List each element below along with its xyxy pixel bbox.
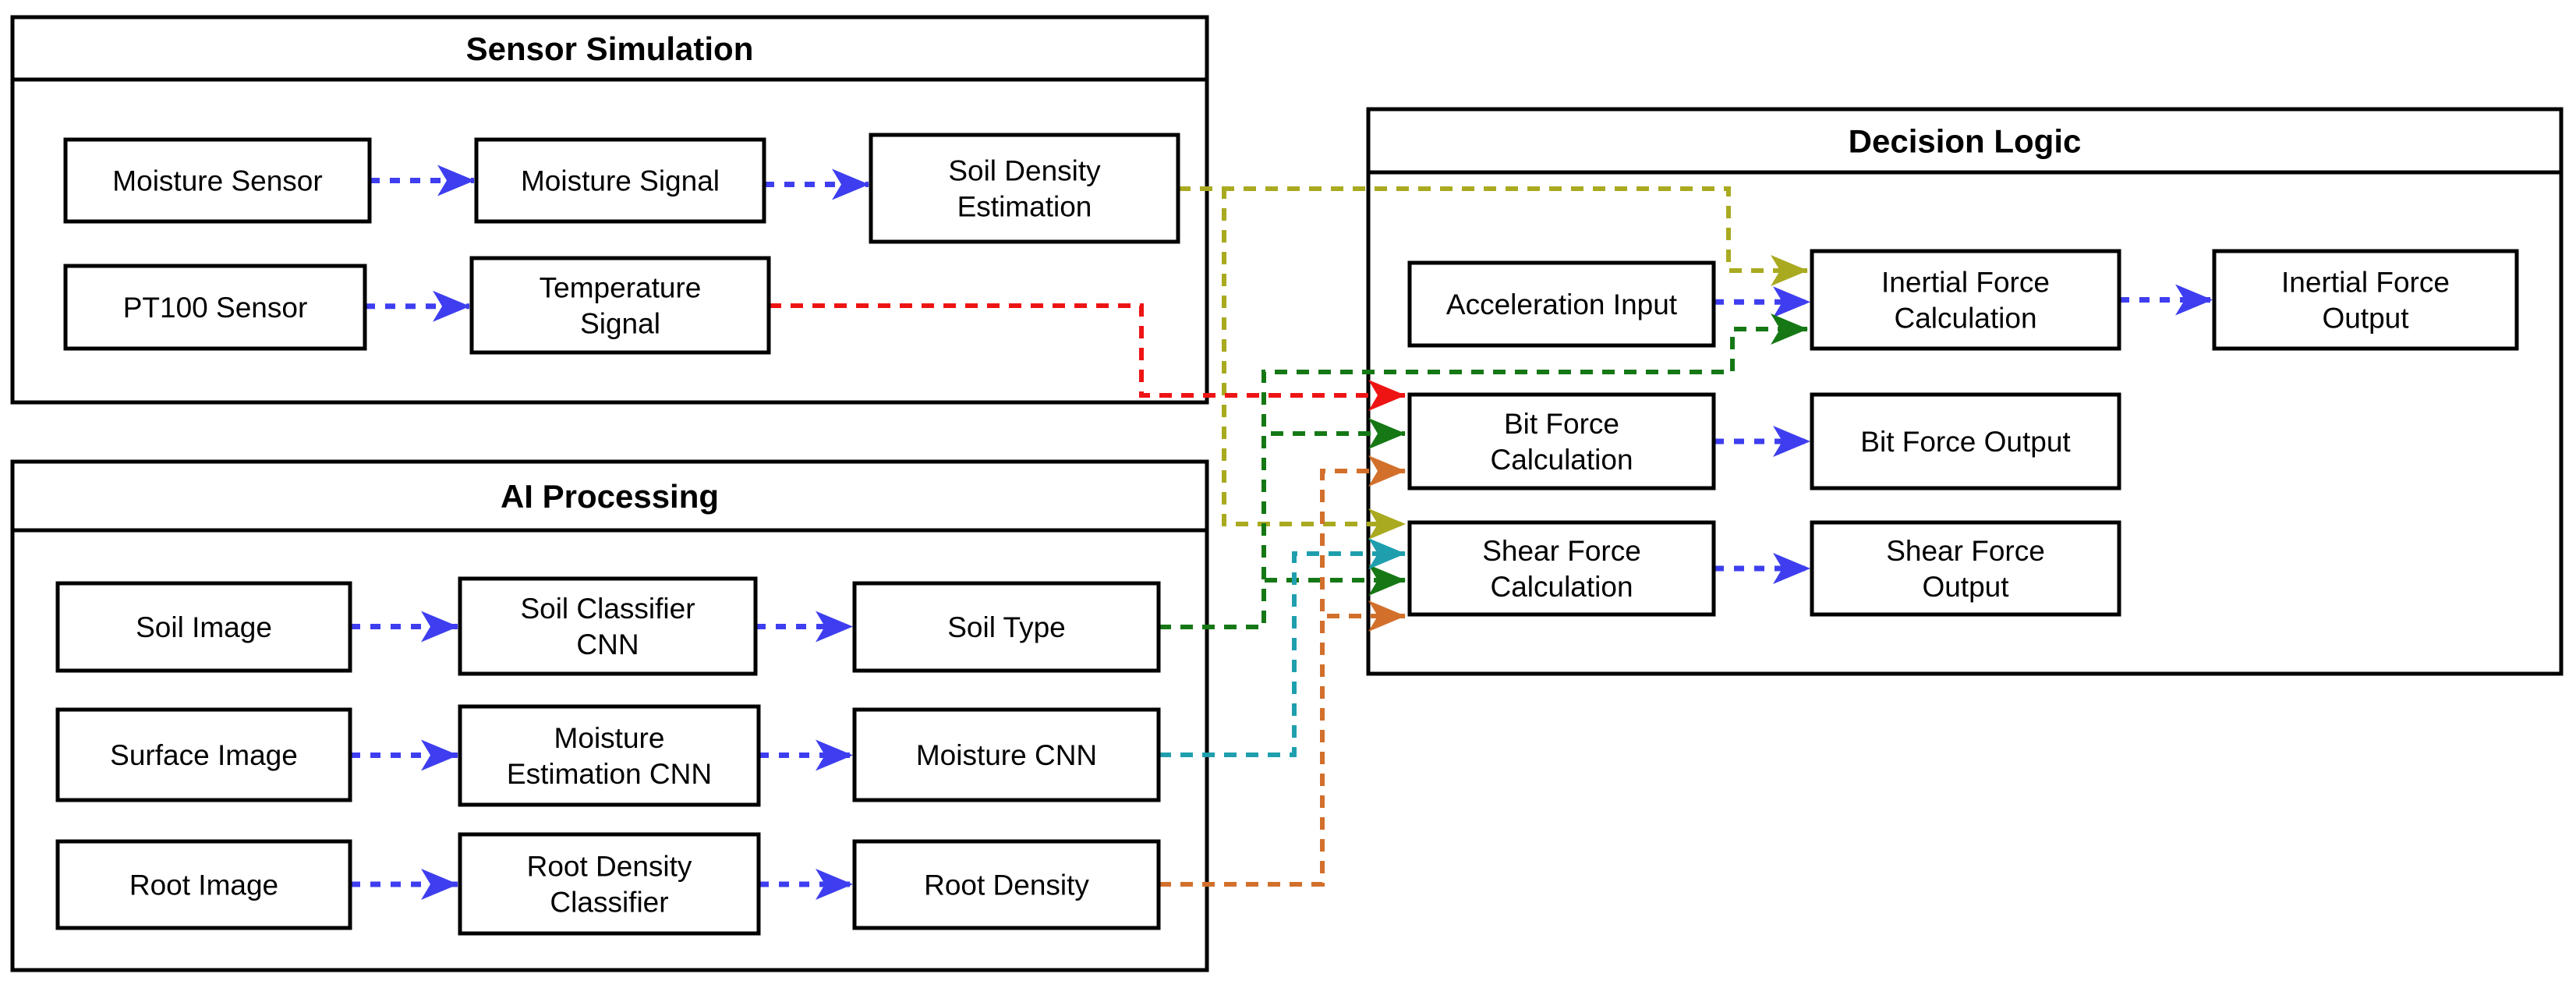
node-pt100-sensor (63, 264, 367, 351)
node-layer: Moisture Sensor Moisture Signal Soil Densi… (55, 133, 2519, 936)
node-temperature-signal (469, 256, 771, 355)
node-moisture-estimation-cnn (458, 704, 761, 807)
node-inertial-force-calculation (1810, 249, 2121, 351)
edge-moisture-cnn-to-shear-force-calculation (1159, 538, 1406, 757)
edge-soil-density-estimation-to-shear-force-calculation (1178, 186, 1406, 540)
node-soil-density-estimation (869, 133, 1180, 244)
node-root-density-label: Root Density (924, 869, 1089, 901)
edge-root-density-to-bit-force-calculation (1159, 455, 1406, 887)
node-acceleration-input (1407, 260, 1716, 348)
node-surface-image (55, 707, 352, 802)
node-root-density-classifier (458, 832, 761, 936)
node-moisture-signal-label: Moisture Signal (521, 165, 720, 197)
node-soil-image (55, 581, 352, 673)
node-pt100-sensor-label: PT100 Sensor (123, 292, 308, 324)
node-acceleration-input-label: Acceleration Input (1446, 289, 1678, 320)
node-soil-type-label: Soil Type (947, 611, 1066, 643)
group-decision-logic-title: Decision Logic (1849, 123, 2082, 160)
node-inertial-force-output (2212, 249, 2519, 351)
node-soil-image-label: Soil Image (136, 611, 272, 643)
node-bit-force-output-label: Bit Force Output (1860, 426, 2071, 458)
node-bit-force-calculation (1407, 392, 1716, 490)
node-moisture-sensor-label: Moisture Sensor (112, 165, 322, 197)
group-layer: Sensor Simulation AI Processing Decision L… (10, 15, 2564, 972)
node-soil-type (852, 581, 1161, 673)
node-bit-force-output (1810, 392, 2121, 490)
node-root-density (852, 839, 1161, 930)
node-shear-force-calculation (1407, 520, 1716, 617)
edge-soil-density-estimation-to-inertial-force-calculation (1178, 186, 1808, 286)
group-ai-processing-title: AI Processing (501, 478, 719, 515)
node-soil-classifier-cnn (458, 576, 758, 676)
edge-soil-type-to-shear-force-calculation (1159, 565, 1406, 629)
node-surface-image-label: Surface Image (110, 739, 298, 771)
node-moisture-cnn-label: Moisture CNN (916, 739, 1097, 771)
edge-layer (350, 165, 2213, 900)
node-root-image-label: Root Image (129, 869, 278, 901)
edge-temperature-signal-to-bit-force-calculation (769, 303, 1406, 411)
group-sensor-simulation-title: Sensor Simulation (466, 30, 754, 67)
node-shear-force-output (1810, 520, 2121, 617)
node-root-image (55, 839, 352, 930)
node-moisture-sensor (63, 137, 372, 224)
node-moisture-cnn (852, 707, 1161, 802)
node-moisture-signal (474, 137, 766, 224)
